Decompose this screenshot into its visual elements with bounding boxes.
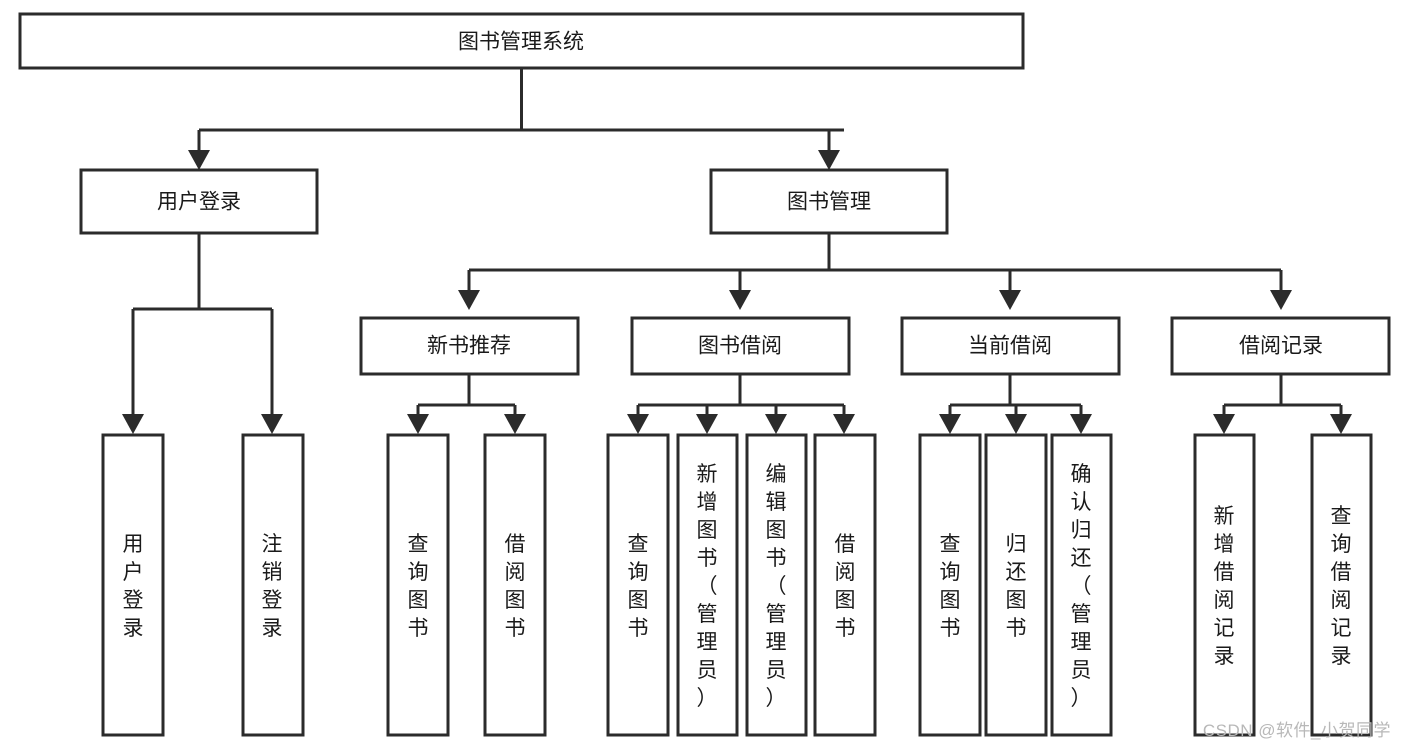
leaf-user-logout-box[interactable] [241,433,305,737]
arrowhead-leaf-user-logout [261,414,283,434]
node-book-manage-box[interactable] [709,168,949,235]
node-root-box[interactable] [18,12,1025,70]
arrowhead-leaf-borrow-book-1 [504,414,526,434]
leaf-query-book-3-box[interactable] [918,433,982,737]
leaf-query-book-2[interactable]: 查询图书 [606,433,670,737]
leaf-query-record-label: 查询借阅记录 [1331,505,1352,668]
node-book-borrow-box[interactable] [630,316,851,376]
leaf-add-book-label: 新增图书（管理员） [697,463,718,710]
arrowhead-leaf-add-record [1213,414,1235,434]
node-new-book-recommend-label: 新书推荐 [427,335,511,358]
node-current-borrow[interactable]: 当前借阅 [900,316,1121,376]
leaf-return-book[interactable]: 归还图书 [984,433,1048,737]
arrowhead-leaf-query-book-1 [407,414,429,434]
arrowhead-current-borrow [999,290,1021,310]
node-current-borrow-label: 当前借阅 [968,335,1052,358]
node-user-login[interactable]: 用户登录 [79,168,319,235]
leaf-confirm-return-box[interactable] [1050,433,1113,737]
arrowhead-leaf-borrow-book-2 [833,414,855,434]
arrowhead-leaf-query-book-2 [627,414,649,434]
node-user-login-label: 用户登录 [157,191,241,214]
node-borrow-record-label: 借阅记录 [1239,335,1323,358]
leaf-query-book-2-box[interactable] [606,433,670,737]
arrowhead-leaf-query-book-3 [939,414,961,434]
node-borrow-record-box[interactable] [1170,316,1391,376]
leaf-confirm-return[interactable]: 确认归还（管理员） [1050,433,1113,737]
arrowhead-leaf-edit-book [765,414,787,434]
leaf-user-logout[interactable]: 注销登录 [241,433,305,737]
leaf-query-book-3-label: 查询图书 [940,533,961,640]
leaf-borrow-book-2-label: 借阅图书 [835,533,856,640]
leaf-borrow-book-1[interactable]: 借阅图书 [483,433,547,737]
arrowhead-new-book-recommend [458,290,480,310]
leaf-query-book-1[interactable]: 查询图书 [386,433,450,737]
leaf-user-login-label: 用户登录 [123,533,144,640]
leaf-user-login-box[interactable] [101,433,165,737]
leaf-query-book-3[interactable]: 查询图书 [918,433,982,737]
leaf-add-book[interactable]: 新增图书（管理员） [676,433,739,737]
leaf-add-record-box[interactable] [1193,433,1256,737]
arrowhead-book-borrow [729,290,751,310]
leaf-query-book-1-box[interactable] [386,433,450,737]
leaf-query-book-1-label: 查询图书 [408,533,429,640]
node-new-book-recommend[interactable]: 新书推荐 [359,316,580,376]
leaf-borrow-book-1-label: 借阅图书 [505,533,526,640]
node-book-manage[interactable]: 图书管理 [709,168,949,235]
leaf-add-book-box[interactable] [676,433,739,737]
node-root-label: 图书管理系统 [458,31,584,54]
node-current-borrow-box[interactable] [900,316,1121,376]
node-book-borrow-label: 图书借阅 [698,335,782,358]
leaf-borrow-book-2-box[interactable] [813,433,877,737]
node-root[interactable]: 图书管理系统 [18,12,1025,70]
node-new-book-recommend-box[interactable] [359,316,580,376]
node-user-login-box[interactable] [79,168,319,235]
leaf-user-logout-label: 注销登录 [262,533,283,640]
leaf-query-book-2-label: 查询图书 [628,533,649,640]
leaf-edit-book[interactable]: 编辑图书（管理员） [745,433,808,737]
leaf-confirm-return-label: 确认归还（管理员） [1071,463,1092,710]
leaf-return-book-label: 归还图书 [1006,533,1027,640]
connector-layer [122,68,1352,434]
node-book-manage-label: 图书管理 [787,191,871,214]
node-book-borrow[interactable]: 图书借阅 [630,316,851,376]
leaf-user-login[interactable]: 用户登录 [101,433,165,737]
arrowhead-leaf-user-login [122,414,144,434]
arrowhead-leaf-confirm-return [1070,414,1092,434]
arrowhead-user-login [188,150,210,170]
leaf-borrow-book-2[interactable]: 借阅图书 [813,433,877,737]
arrowhead-leaf-add-book [696,414,718,434]
leaf-borrow-book-1-box[interactable] [483,433,547,737]
leaf-query-record-box[interactable] [1310,433,1373,737]
node-borrow-record[interactable]: 借阅记录 [1170,316,1391,376]
leaf-add-record[interactable]: 新增借阅记录 [1193,433,1256,737]
arrowhead-leaf-query-record [1330,414,1352,434]
arrowhead-borrow-record [1270,290,1292,310]
leaf-return-book-box[interactable] [984,433,1048,737]
leaf-edit-book-box[interactable] [745,433,808,737]
leaf-edit-book-label: 编辑图书（管理员） [766,463,787,710]
arrowhead-book-manage [818,150,840,170]
arrowhead-leaf-return-book [1005,414,1027,434]
leaf-add-record-label: 新增借阅记录 [1214,505,1235,668]
leaf-query-record[interactable]: 查询借阅记录 [1310,433,1373,737]
